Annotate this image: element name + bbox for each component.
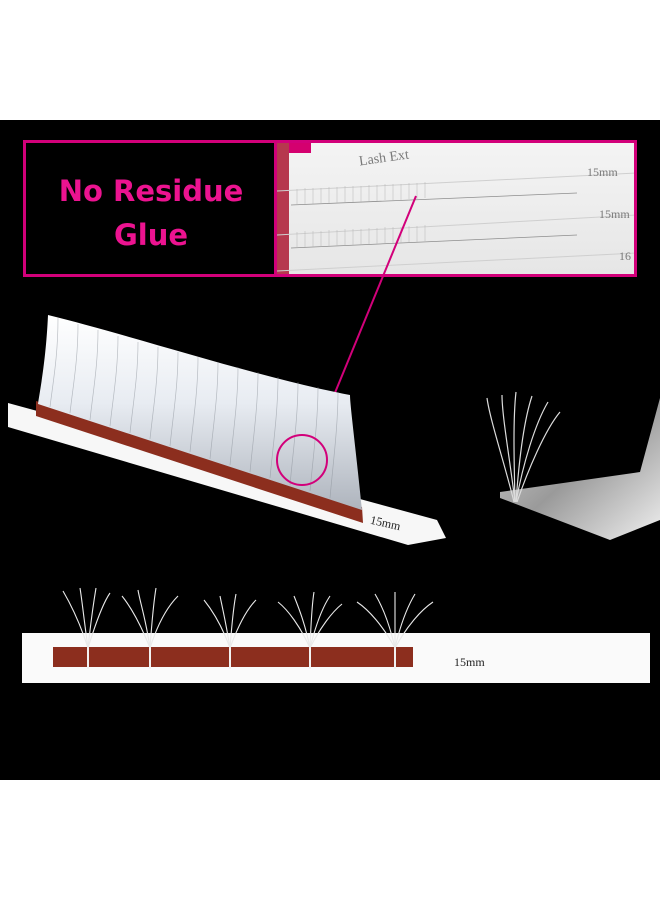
fan-strip-glue <box>53 647 413 667</box>
headline-line-1: No Residue <box>58 174 244 208</box>
zoom-text-length-3: 16 <box>619 249 631 263</box>
magnify-circle <box>276 434 328 486</box>
lash-curtain <box>38 315 362 510</box>
magnified-lash-rows <box>277 143 634 274</box>
glue-strip <box>36 401 363 523</box>
lash-artwork <box>8 195 660 683</box>
zoom-text-length-1: 15mm <box>587 165 618 179</box>
product-photo: No Residue Glue <box>0 120 660 780</box>
zoom-text-length-2: 15mm <box>599 207 630 221</box>
strip-length-label: 15mm <box>454 655 485 669</box>
tweezer <box>500 398 660 540</box>
fan-lashes <box>62 587 434 649</box>
tweezer-fan <box>486 391 561 503</box>
callout-divider <box>274 143 277 274</box>
zoom-callout-box: No Residue Glue <box>23 140 637 277</box>
lash-lines <box>49 317 339 499</box>
headline-line-2: Glue <box>113 218 189 252</box>
callout-headline: No Residue Glue <box>36 169 266 257</box>
magnified-lash-tray: Lash Ext 15mm 15mm 16 <box>277 143 634 274</box>
